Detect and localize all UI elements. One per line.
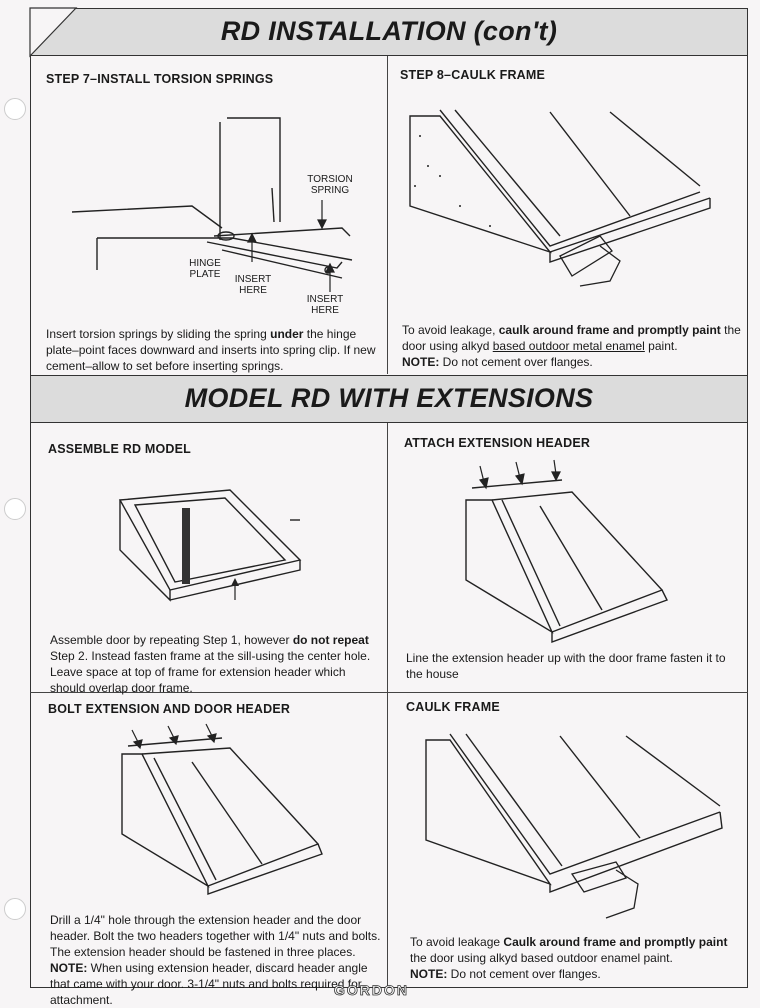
- attach-heading: ATTACH EXTENSION HEADER: [404, 436, 591, 450]
- attach-diagram: [465, 459, 668, 644]
- assemble-diagram: [118, 489, 302, 602]
- section-title: MODEL RD WITH EXTENSIONS: [184, 383, 594, 413]
- label-insert-here: INSERT HERE: [306, 294, 344, 316]
- divider: [30, 692, 748, 693]
- section-banner-model-rd-extensions: MODEL RD WITH EXTENSIONS: [30, 375, 748, 423]
- gordon-logo: GORDON: [334, 982, 409, 999]
- divider: [387, 56, 388, 374]
- caulk-diagram: [425, 733, 723, 919]
- binder-hole: [4, 98, 26, 120]
- label-hinge-plate: HINGE PLATE: [189, 258, 221, 280]
- bolt-heading: BOLT EXTENSION AND DOOR HEADER: [48, 702, 291, 716]
- label-torsion-spring: TORSION SPRING: [307, 174, 353, 196]
- arrows: [247, 200, 335, 292]
- step8-heading: STEP 8–CAULK FRAME: [400, 68, 546, 82]
- binder-hole: [4, 498, 26, 520]
- step7-caption: Insert torsion springs by sliding the sp…: [46, 327, 376, 373]
- bolt-diagram: [121, 723, 323, 895]
- step7-heading: STEP 7–INSTALL TORSION SPRINGS: [46, 72, 274, 86]
- divider: [387, 423, 388, 988]
- section-banner-rd-installation: RD INSTALLATION (con't): [30, 8, 748, 56]
- caulk-heading: CAULK FRAME: [406, 700, 500, 714]
- torsion-spring-diagram: [71, 117, 353, 279]
- attach-caption: Line the extension header up with the do…: [406, 651, 726, 681]
- caulk-caption: To avoid leakage Caulk around frame and …: [410, 935, 728, 981]
- step8-caption: To avoid leakage, caulk around frame and…: [402, 323, 741, 369]
- assemble-heading: ASSEMBLE RD MODEL: [48, 442, 191, 456]
- bolt-caption: Drill a 1/4" hole through the extension …: [50, 913, 381, 1007]
- caulk-frame-diagram: [409, 109, 711, 287]
- assemble-caption: Assemble door by repeating Step 1, howev…: [50, 633, 371, 695]
- label-insert-here: INSERT HERE: [234, 274, 272, 296]
- binder-hole: [4, 898, 26, 920]
- section-title: RD INSTALLATION (con't): [220, 16, 558, 46]
